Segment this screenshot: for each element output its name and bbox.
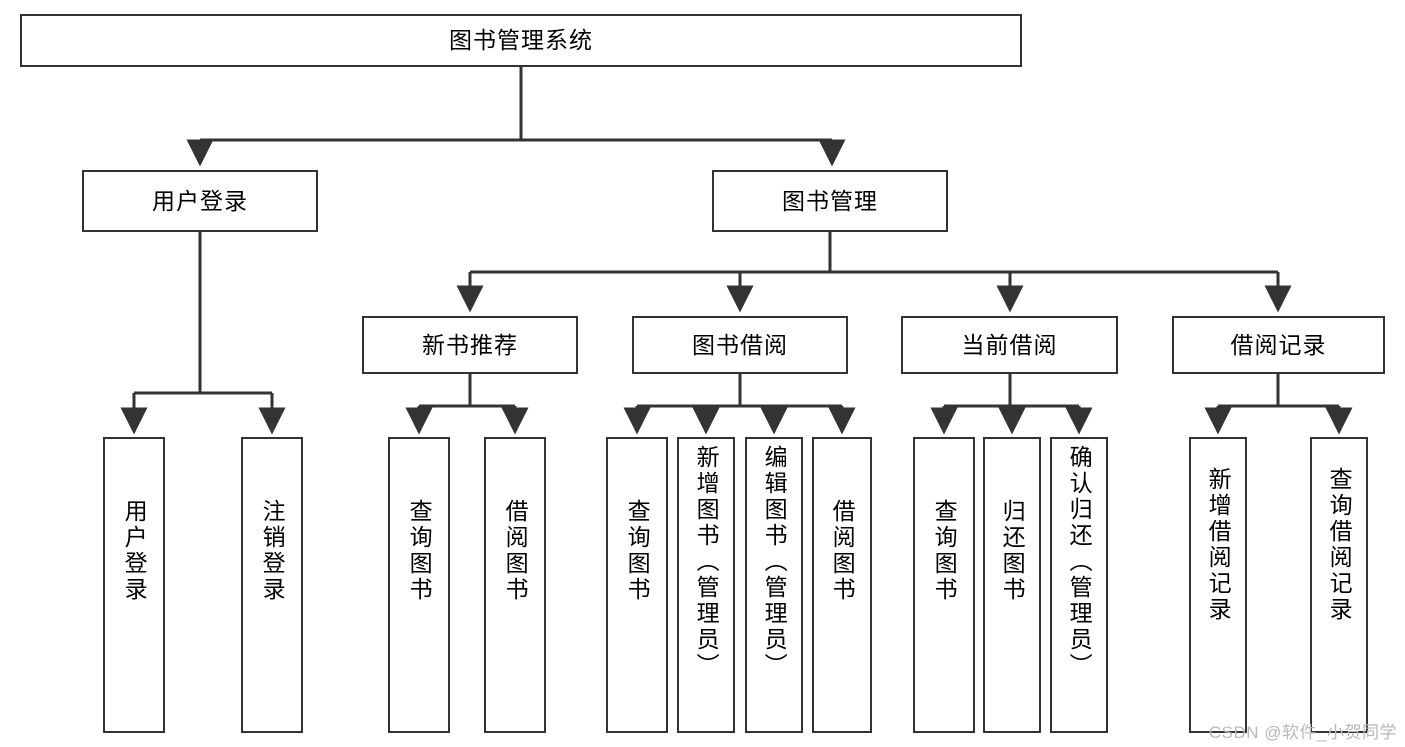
node-leaf-user-login[interactable]: 用户登录	[103, 437, 165, 733]
node-current-borrow-label: 当前借阅	[961, 331, 1058, 358]
node-root[interactable]: 图书管理系统	[20, 14, 1022, 67]
node-user-login-label: 用户登录	[152, 187, 248, 214]
connectors-current-borrow	[930, 374, 1093, 435]
node-leaf-query-record[interactable]: 查询借阅记录	[1310, 437, 1368, 733]
node-leaf-borrow-book-1[interactable]: 借阅图书	[484, 437, 546, 733]
connectors-user-login	[120, 232, 286, 435]
node-leaf-query-book-2[interactable]: 查询图书	[606, 437, 668, 733]
node-leaf-user-logout[interactable]: 注销登录	[241, 437, 303, 733]
node-leaf-add-record-label: 新增借阅记录	[1205, 467, 1232, 623]
node-leaf-edit-book-label: 编辑图书（管理员）	[761, 445, 788, 679]
node-book-borrow[interactable]: 图书借阅	[632, 316, 848, 374]
node-leaf-add-book[interactable]: 新增图书（管理员）	[677, 437, 735, 733]
connectors-root	[186, 67, 846, 167]
node-user-login[interactable]: 用户登录	[82, 170, 318, 232]
node-leaf-user-login-label: 用户登录	[121, 499, 148, 603]
node-root-label: 图书管理系统	[449, 27, 593, 54]
node-leaf-query-book-1[interactable]: 查询图书	[388, 437, 450, 733]
node-leaf-query-book-3[interactable]: 查询图书	[913, 437, 975, 733]
connectors-borrow-record	[1204, 374, 1353, 435]
node-book-manage[interactable]: 图书管理	[712, 170, 948, 232]
node-leaf-query-book-2-label: 查询图书	[624, 499, 651, 603]
connectors-new-book-recommend	[405, 374, 529, 435]
connectors-book-manage	[456, 232, 1292, 313]
node-leaf-confirm-return[interactable]: 确认归还（管理员）	[1050, 437, 1108, 733]
node-leaf-query-record-label: 查询借阅记录	[1326, 467, 1353, 623]
node-leaf-borrow-book-1-label: 借阅图书	[502, 499, 529, 603]
node-borrow-record[interactable]: 借阅记录	[1172, 316, 1385, 374]
node-leaf-borrow-book-2-label: 借阅图书	[829, 499, 856, 603]
node-leaf-return-book-label: 归还图书	[999, 499, 1026, 603]
node-leaf-query-book-1-label: 查询图书	[406, 499, 433, 603]
node-leaf-return-book[interactable]: 归还图书	[983, 437, 1041, 733]
node-leaf-add-book-label: 新增图书（管理员）	[693, 445, 720, 679]
node-book-borrow-label: 图书借阅	[692, 331, 788, 358]
node-leaf-add-record[interactable]: 新增借阅记录	[1189, 437, 1247, 733]
csdn-watermark: CSDN @软件_小贺同学	[1208, 723, 1397, 742]
node-leaf-confirm-return-label: 确认归还（管理员）	[1066, 445, 1093, 679]
node-book-manage-label: 图书管理	[782, 187, 878, 214]
node-leaf-edit-book[interactable]: 编辑图书（管理员）	[745, 437, 803, 733]
node-leaf-query-book-3-label: 查询图书	[931, 499, 958, 603]
node-current-borrow[interactable]: 当前借阅	[901, 316, 1118, 374]
connectors-book-borrow	[623, 374, 856, 435]
node-leaf-borrow-book-2[interactable]: 借阅图书	[812, 437, 872, 733]
node-borrow-record-label: 借阅记录	[1230, 331, 1327, 358]
node-leaf-user-logout-label: 注销登录	[259, 499, 286, 603]
node-new-book-recommend-label: 新书推荐	[422, 331, 518, 358]
node-new-book-recommend[interactable]: 新书推荐	[362, 316, 578, 374]
